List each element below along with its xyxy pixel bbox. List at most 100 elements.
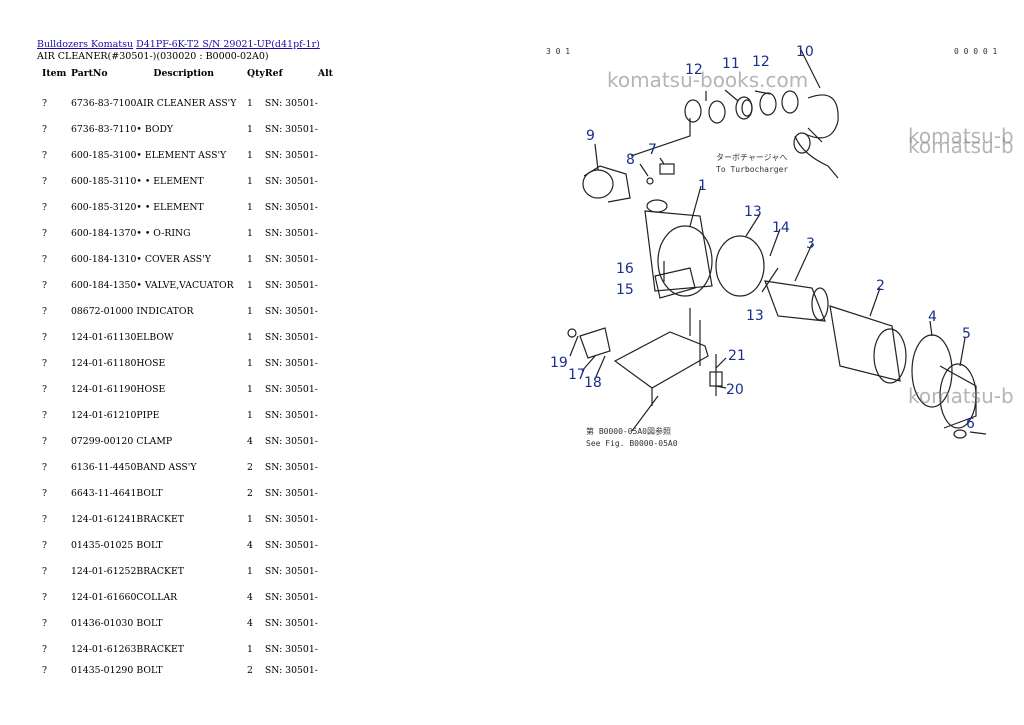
cell-partno: 124-01-61263 xyxy=(70,643,137,655)
cell-qty: 1 xyxy=(246,97,253,109)
cell-partno: 600-185-3120 xyxy=(70,201,137,213)
cell-alt xyxy=(318,480,337,506)
callout-number: 2 xyxy=(876,278,885,294)
cell-alt xyxy=(318,350,337,376)
cell-ref: SN: 30501- xyxy=(264,253,318,265)
cell-item: ? xyxy=(42,643,47,655)
watermark: komatsu-books.com xyxy=(607,68,809,92)
cell-ref: SN: 30501- xyxy=(264,487,318,499)
callout-number: 1 xyxy=(698,178,707,194)
column-header-item: Item xyxy=(42,67,67,79)
callout-number: 7 xyxy=(648,142,657,158)
cell-description: INDICATOR xyxy=(136,305,194,317)
cell-description: BRACKET xyxy=(136,643,184,655)
cell-alt xyxy=(318,610,337,636)
cell-partno: 124-01-61180 xyxy=(70,357,137,369)
cell-partno: 07299-00120 xyxy=(70,435,134,447)
cell-qty: 2 xyxy=(246,664,253,676)
callout-number: 5 xyxy=(962,326,971,342)
cell-ref: SN: 30501- xyxy=(264,97,318,109)
cell-description: BOLT xyxy=(136,539,163,551)
cell-ref: SN: 30501- xyxy=(264,383,318,395)
callout-number: 3 xyxy=(806,236,815,252)
cell-qty: 1 xyxy=(246,123,253,135)
cell-qty: 1 xyxy=(246,357,253,369)
cell-partno: 600-184-1350 xyxy=(70,279,137,291)
callout-number: 8 xyxy=(626,152,635,168)
callout-number: 21 xyxy=(728,348,746,364)
note-ref-jp: 第 B0000-05A0図参照 xyxy=(586,426,671,436)
cell-item: ? xyxy=(42,591,47,603)
cell-alt xyxy=(318,376,337,402)
callout-number: 4 xyxy=(928,309,937,325)
cell-alt xyxy=(318,662,337,678)
cell-description: • • ELEMENT xyxy=(136,175,204,187)
cell-ref: SN: 30501- xyxy=(264,123,318,135)
cell-item: ? xyxy=(42,664,47,676)
cell-partno: 124-01-61252 xyxy=(70,565,137,577)
cell-alt xyxy=(318,272,337,298)
cell-item: ? xyxy=(42,383,47,395)
cell-item: ? xyxy=(42,149,47,161)
cell-qty: 4 xyxy=(246,591,253,603)
cell-item: ? xyxy=(42,253,47,265)
cell-ref: SN: 30501- xyxy=(264,357,318,369)
cell-partno: 6643-11-4641 xyxy=(70,487,137,499)
cell-description: BOLT xyxy=(136,487,163,499)
cell-partno: 124-01-61130 xyxy=(70,331,137,343)
cell-item: ? xyxy=(42,513,47,525)
note-ref-en: See Fig. B0000-05A0 xyxy=(586,439,678,448)
watermark-right-1: komatsu-b xyxy=(908,124,1014,148)
cell-item: ? xyxy=(42,331,47,343)
cell-partno: 08672-01000 xyxy=(70,305,134,317)
column-header-partno: PartNo xyxy=(70,67,108,79)
cell-item: ? xyxy=(42,539,47,551)
cell-qty: 1 xyxy=(246,513,253,525)
breadcrumb-link-model[interactable]: D41PF-6K-T2 S/N 29021-UP(d41pf-1r) xyxy=(136,39,320,50)
cell-qty: 1 xyxy=(246,331,253,343)
cell-description: • ELEMENT ASS'Y xyxy=(136,149,227,161)
cell-item: ? xyxy=(42,617,47,629)
cell-partno: 600-185-3110 xyxy=(70,175,137,187)
cell-description: • • ELEMENT xyxy=(136,201,204,213)
callout-number: 17 xyxy=(568,367,586,383)
cell-qty: 2 xyxy=(246,487,253,499)
cell-alt xyxy=(318,402,337,428)
cell-ref: SN: 30501- xyxy=(264,149,318,161)
cell-alt xyxy=(318,246,337,272)
callout-number: 13 xyxy=(744,204,762,220)
cell-description: • • O-RING xyxy=(136,227,191,239)
cell-ref: SN: 30501- xyxy=(264,664,318,676)
callout-number: 16 xyxy=(616,261,634,277)
cell-partno: 6736-83-7100 xyxy=(70,97,137,109)
cell-item: ? xyxy=(42,565,47,577)
cell-partno: 124-01-61660 xyxy=(70,591,137,603)
cell-qty: 1 xyxy=(246,565,253,577)
breadcrumb-link-category[interactable]: Bulldozers Komatsu xyxy=(37,39,134,50)
cell-qty: 4 xyxy=(246,617,253,629)
callout-number: 11 xyxy=(722,56,740,72)
cell-description: • COVER ASS'Y xyxy=(136,253,211,265)
cell-description: CLAMP xyxy=(136,435,173,447)
cell-description: AIR CLEANER ASS'Y xyxy=(136,97,237,109)
cell-qty: 1 xyxy=(246,175,253,187)
cell-item: ? xyxy=(42,305,47,317)
cell-ref: SN: 30501- xyxy=(264,643,318,655)
note-turbo-jp: ターボチャージャへ xyxy=(716,153,787,162)
cell-ref: SN: 30501- xyxy=(264,461,318,473)
callout-number: 14 xyxy=(772,220,790,236)
cell-item: ? xyxy=(42,461,47,473)
cell-partno: 600-184-1370 xyxy=(70,227,137,239)
callout-number: 18 xyxy=(584,375,602,391)
callout-number: 12 xyxy=(685,62,703,78)
